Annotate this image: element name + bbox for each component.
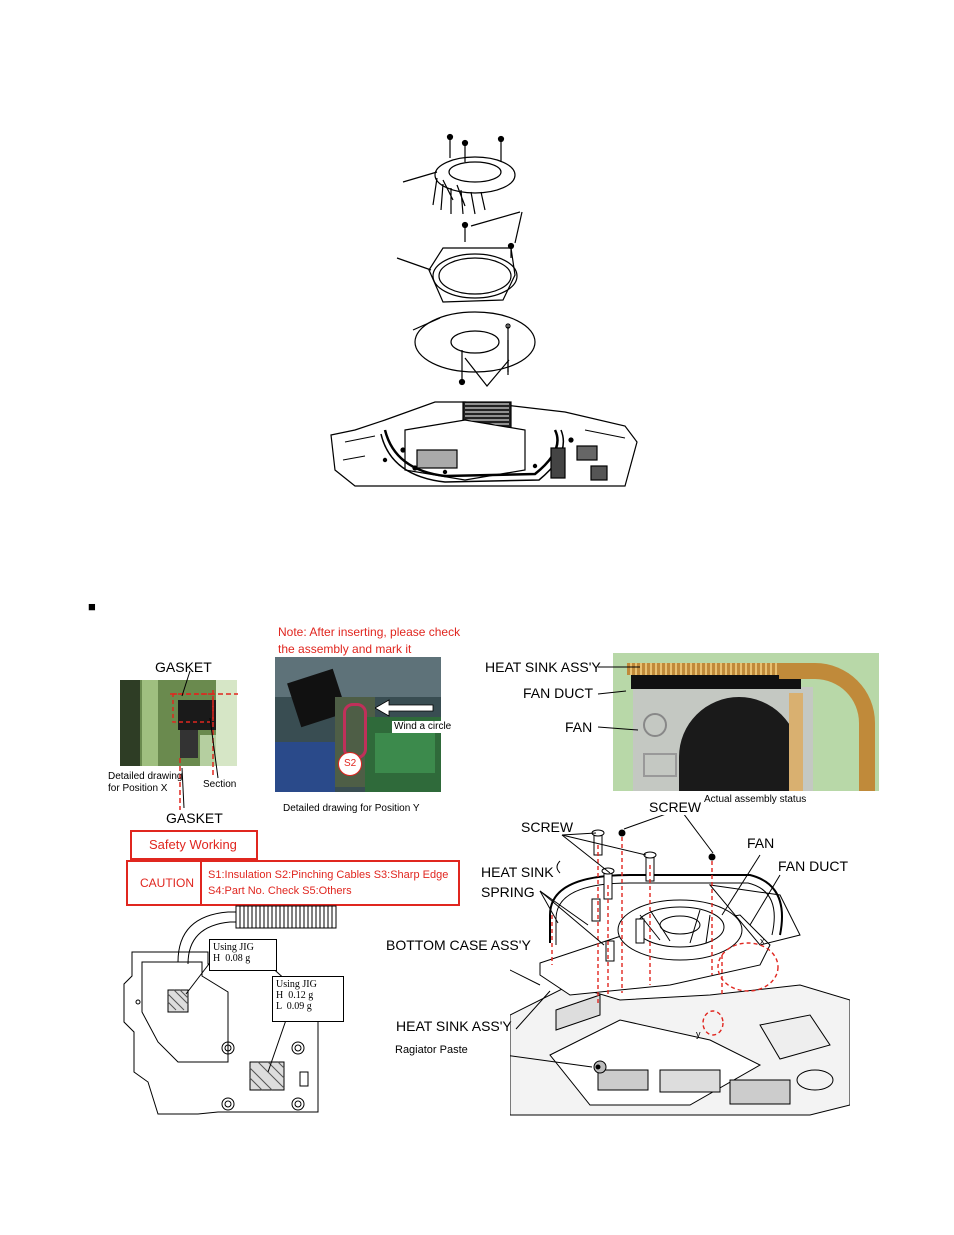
- photo-caption: Actual assembly status: [704, 794, 807, 805]
- heat-sink-label: HEAT SINK: [481, 864, 554, 880]
- gasket-top-label: GASKET: [155, 659, 212, 675]
- x-mark-label: x: [760, 936, 765, 946]
- gasket-section-lines: [170, 670, 238, 810]
- wind-arrow: [375, 699, 434, 717]
- actual-assembly-photo: [613, 653, 879, 791]
- jig-box-2: Using JIG H 0.12 g L 0.09 g: [272, 976, 344, 1022]
- exploded-fan-diagram: [330, 133, 638, 487]
- photo-fan-duct-label: FAN DUCT: [523, 685, 593, 701]
- caution-line2: S4:Part No. Check S5:Others: [208, 885, 352, 897]
- safety-working-title: Safety Working: [149, 837, 237, 852]
- photo-heat-sink-assy-label: HEAT SINK ASS'Y: [485, 659, 601, 675]
- caution-box: CAUTION S1:Insulation S2:Pinching Cables…: [126, 860, 460, 906]
- bottom-case-label: BOTTOM CASE ASS'Y: [386, 937, 531, 953]
- caution-line1: S1:Insulation S2:Pinching Cables S3:Shar…: [208, 869, 449, 881]
- jig-box-1: Using JIG H 0.08 g: [209, 939, 277, 971]
- assembly-fan-duct-label: FAN DUCT: [778, 858, 848, 874]
- spring-label: SPRING: [481, 884, 535, 900]
- heatsink-assembly-diagram: [510, 815, 850, 1116]
- y-mark-label: y: [696, 1029, 701, 1039]
- assembly-fan-label: FAN: [747, 835, 775, 851]
- note-line2: the assembly and mark it: [278, 642, 412, 656]
- screw-top-label: SCREW: [649, 799, 702, 815]
- heat-sink-jig-drawing: [123, 905, 337, 1115]
- position-y-caption: Detailed drawing for Position Y: [283, 803, 420, 814]
- photo-fan-label: FAN: [565, 719, 593, 735]
- assembly-heat-sink-assy-label: HEAT SINK ASS'Y: [396, 1018, 512, 1034]
- safety-working-box: Safety Working: [130, 830, 258, 860]
- s2-label: S2: [344, 758, 357, 769]
- section-label: Section: [203, 779, 237, 790]
- wind-circle-label: Wind a circle: [392, 721, 454, 733]
- detailed-drawing-x-line2: for Position X: [108, 783, 168, 794]
- gasket-bottom-label: GASKET: [166, 810, 223, 826]
- note-line1: Note: After inserting, please check: [278, 625, 461, 639]
- detailed-drawing-x-line1: Detailed drawing: [108, 771, 183, 782]
- radiator-paste-label: Ragiator Paste: [395, 1044, 468, 1056]
- gasket-photo: [120, 680, 237, 766]
- section-marker: ■: [88, 599, 96, 614]
- caution-label: CAUTION: [140, 876, 194, 890]
- s2-badge: S2: [338, 752, 362, 776]
- screw-left-label: SCREW: [521, 819, 574, 835]
- photo-leader-lines: [597, 666, 640, 731]
